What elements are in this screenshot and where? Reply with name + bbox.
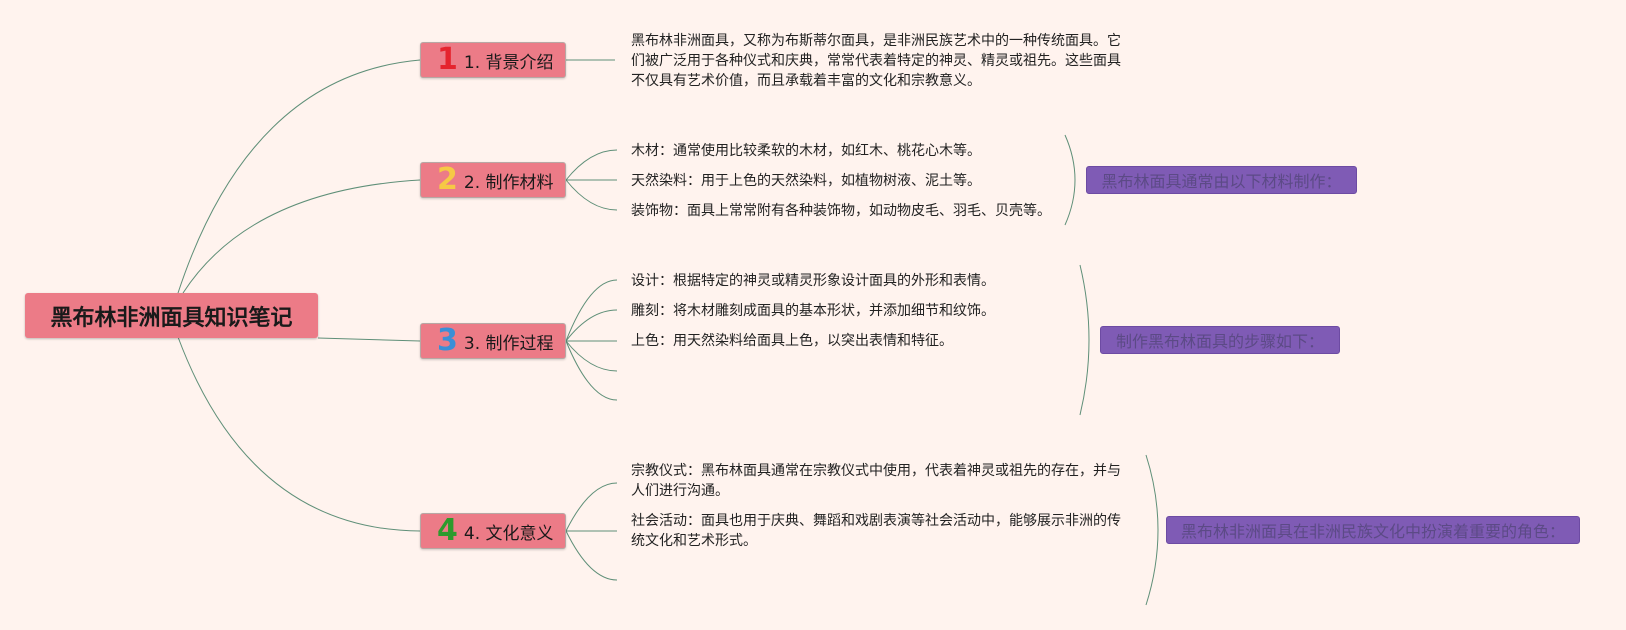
topic-label: 3. 制作过程 — [463, 333, 554, 354]
summary-label: 黑布林非洲面具在非洲民族文化中扮演着重要的角色： — [1180, 522, 1565, 541]
badge-2-icon: 2 — [437, 162, 458, 197]
connector-root-topic-2 — [182, 179, 421, 294]
topic-node-materials[interactable]: 2 2. 制作材料 — [420, 162, 566, 198]
summary-bracket-culture — [1145, 454, 1159, 606]
topic-label: 1. 背景介绍 — [463, 52, 554, 73]
culture-item-social[interactable]: 社会活动：面具也用于庆典、舞蹈和戏剧表演等社会活动中，能够展示非洲的传统文化和艺… — [631, 513, 1121, 549]
badge-1-icon: 1 — [437, 42, 458, 77]
root-node[interactable]: 黑布林非洲面具知识笔记 — [25, 293, 318, 338]
connector-topic-4-leaf-1 — [565, 482, 618, 532]
connector-topic-4-leaf-3 — [565, 530, 618, 581]
topic-node-culture[interactable]: 4 4. 文化意义 — [420, 513, 566, 549]
materials-item-wood[interactable]: 木材：通常使用比较柔软的木材，如红木、桃花心木等。 — [631, 143, 981, 159]
background-text[interactable]: 黑布林非洲面具，又称为布斯蒂尔面具，是非洲民族艺术中的一种传统面具。它们被广泛用… — [631, 33, 1121, 89]
badge-4-icon: 4 — [437, 513, 458, 548]
topic-node-background[interactable]: 1 1. 背景介绍 — [420, 42, 566, 78]
process-item-design[interactable]: 设计：根据特定的神灵或精灵形象设计面具的外形和表情。 — [631, 273, 995, 289]
summary-process[interactable]: 制作黑布林面具的步骤如下： — [1100, 326, 1340, 354]
summary-bracket-process — [1079, 264, 1090, 416]
connector-root-topic-1 — [177, 59, 421, 294]
connector-topic-3-leaf-1 — [565, 279, 618, 342]
connector-root-topic-3 — [317, 337, 421, 342]
materials-item-dye[interactable]: 天然染料：用于上色的天然染料，如植物树液、泥土等。 — [631, 173, 981, 189]
topic-node-process[interactable]: 3 3. 制作过程 — [420, 323, 566, 359]
connector-topic-2-leaf-3 — [565, 179, 618, 211]
connector-topic-3-leaf-5 — [565, 340, 618, 401]
summary-label: 黑布林面具通常由以下材料制作： — [1101, 172, 1342, 191]
summary-materials[interactable]: 黑布林面具通常由以下材料制作： — [1086, 166, 1357, 194]
connector-topic-2-leaf-1 — [565, 149, 618, 181]
connector-root-topic-4 — [177, 336, 421, 532]
badge-3-icon: 3 — [437, 323, 458, 358]
process-item-carve[interactable]: 雕刻：将木材雕刻成面具的基本形状，并添加细节和纹饰。 — [631, 303, 995, 319]
summary-culture[interactable]: 黑布林非洲面具在非洲民族文化中扮演着重要的角色： — [1166, 516, 1580, 544]
summary-bracket-materials — [1064, 134, 1076, 226]
root-title: 黑布林非洲面具知识笔记 — [50, 305, 293, 331]
process-item-color[interactable]: 上色：用天然染料给面具上色，以突出表情和特征。 — [631, 333, 953, 349]
connector-topic-3-leaf-4 — [565, 340, 618, 372]
connector-topic-3-leaf-2 — [565, 309, 618, 342]
topic-label: 2. 制作材料 — [463, 172, 554, 193]
topic-label: 4. 文化意义 — [463, 523, 554, 544]
summary-label: 制作黑布林面具的步骤如下： — [1115, 332, 1324, 351]
materials-item-decoration[interactable]: 装饰物：面具上常常附有各种装饰物，如动物皮毛、羽毛、贝壳等。 — [631, 203, 1051, 219]
culture-item-religion[interactable]: 宗教仪式：黑布林面具通常在宗教仪式中使用，代表着神灵或祖先的存在，并与人们进行沟… — [631, 463, 1121, 499]
